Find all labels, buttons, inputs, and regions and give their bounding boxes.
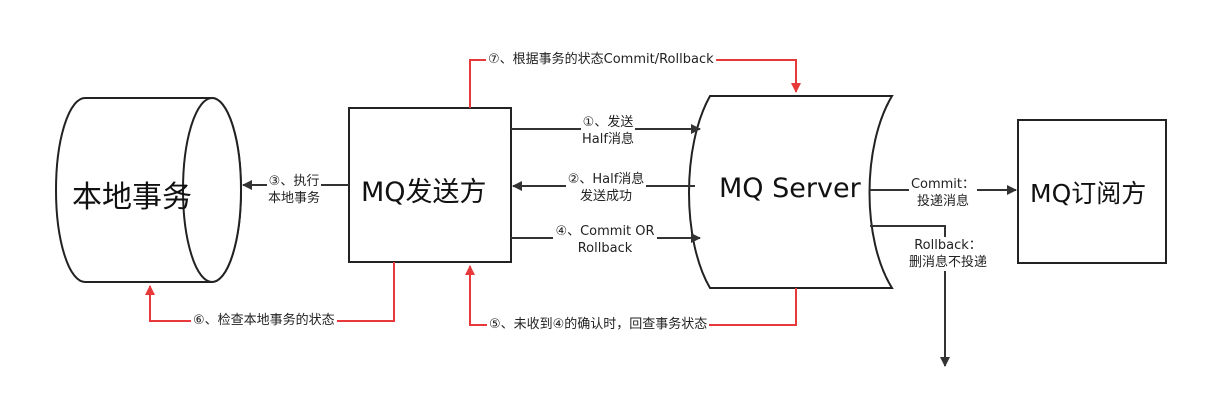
subscriber-node (1017, 119, 1167, 264)
step6-label: ⑥、检查本地事务的状态 (191, 312, 337, 329)
local-transaction-label: 本地事务 (72, 180, 192, 215)
step2-label: ②、Half消息 发送成功 (550, 171, 662, 205)
step7-label: ⑦、根据事务的状态Commit/Rollback (486, 51, 716, 68)
local-transaction-node (55, 97, 242, 283)
producer-label: MQ发送方 (361, 177, 487, 208)
step4-label: ④、Commit OR Rollback (540, 223, 670, 257)
step4-label-line1: ④、Commit OR (553, 223, 657, 240)
step3-label-line2: 本地事务 (267, 191, 320, 206)
producer-node (348, 107, 512, 263)
step1-label-line1: ①、发送 (580, 114, 636, 131)
rollback-label: Rollback： 删消息不投递 (898, 237, 998, 271)
subscriber-label: MQ订阅方 (1030, 179, 1147, 208)
step5-label: ⑤、未收到④的确认时，回查事务状态 (487, 316, 710, 333)
commit-label-line2: 投递消息 (914, 193, 971, 210)
server-node (688, 95, 894, 289)
rollback-label-line1: Rollback： (912, 237, 984, 254)
commit-label: Commit： 投递消息 (898, 176, 988, 210)
step2-label-line2: 发送成功 (579, 189, 632, 204)
step1-label: ①、发送 Half消息 (562, 114, 654, 148)
rollback-arrow (870, 225, 950, 367)
step3-label-line1: ③、执行 (266, 173, 322, 190)
commit-label-line1: Commit： (908, 176, 978, 193)
server-label: MQ Server (719, 173, 861, 204)
rollback-label-line2: 删消息不投递 (906, 254, 989, 271)
step2-label-line1: ②、Half消息 (565, 171, 647, 188)
step4-label-line2: Rollback (577, 241, 633, 256)
step1-label-line2: Half消息 (582, 132, 634, 147)
step3-label: ③、执行 本地事务 (254, 173, 334, 207)
